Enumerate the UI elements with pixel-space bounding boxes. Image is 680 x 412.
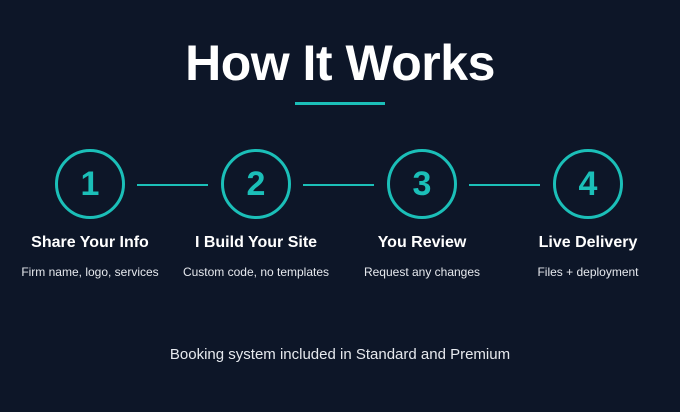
step-number-circle: 3 xyxy=(387,149,457,219)
step-description: Request any changes xyxy=(363,265,481,279)
step-number-circle: 2 xyxy=(221,149,291,219)
step-title: Share Your Info xyxy=(31,234,149,251)
step-title: Live Delivery xyxy=(538,234,638,251)
step-description: Firm name, logo, services xyxy=(21,265,159,279)
step-number-circle: 1 xyxy=(55,149,125,219)
step-description: Files + deployment xyxy=(537,265,639,279)
step-title: You Review xyxy=(377,234,467,251)
step-number-circle: 4 xyxy=(553,149,623,219)
step-connector xyxy=(469,184,540,186)
step-title: I Build Your Site xyxy=(194,234,318,251)
footer-note: Booking system included in Standard and … xyxy=(169,346,511,363)
step-description: Custom code, no templates xyxy=(182,265,330,279)
step-connector xyxy=(137,184,208,186)
step-connector xyxy=(303,184,374,186)
title-underline xyxy=(295,102,385,105)
page-title: How It Works xyxy=(185,35,495,91)
